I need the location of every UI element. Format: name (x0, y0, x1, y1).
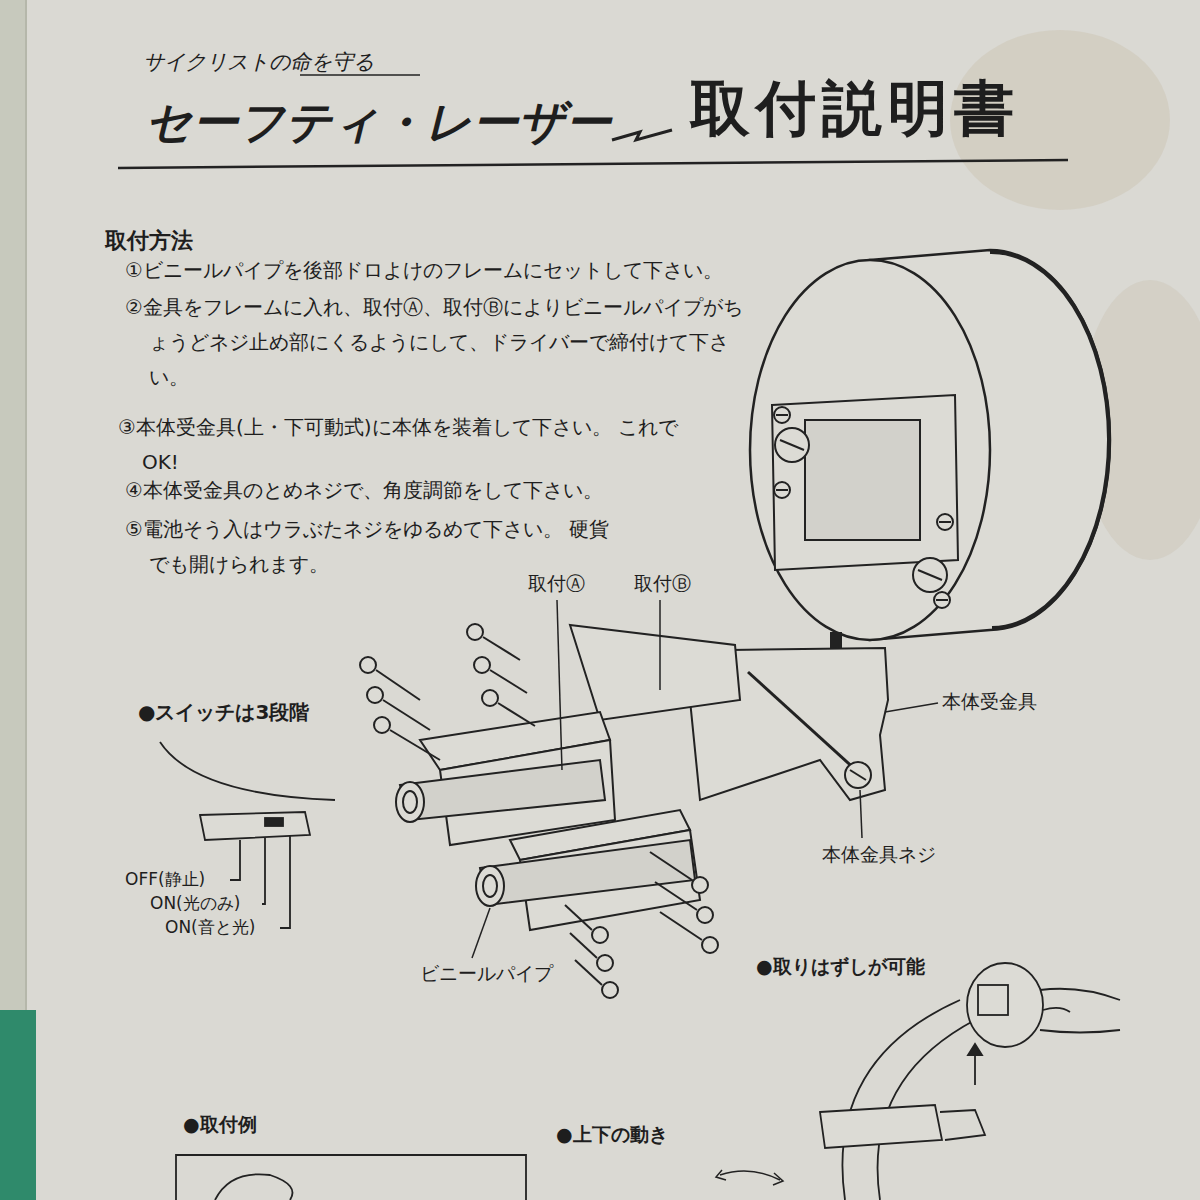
feature-heading: ●スイッチは3段階 (138, 700, 309, 724)
instruction-step: ①ビニールパイプを後部ドロよけのフレームにセットして下さい。 (125, 258, 723, 282)
tagline: サイクリストの命を守る (143, 50, 374, 75)
feature-heading: ●上下の動き (556, 1123, 668, 1146)
motion-arrow (716, 1170, 783, 1185)
instruction-step: ④本体受金具のとめネジで、角度調節をして下さい。 (125, 478, 603, 502)
instruction-step: ③本体受金具(上・下可動式)に本体を装着して下さい。 これでOK! (118, 410, 702, 480)
product-name: セーフティ・レーザー (145, 95, 611, 150)
leader-lines (472, 600, 938, 958)
example-box (176, 1155, 526, 1200)
instruction-step: ⑤電池そう入はウラぶたネジをゆるめて下さい。 硬貨でも開けられます。 (125, 512, 619, 582)
bracket-assembly (360, 624, 888, 998)
laser-body (750, 250, 1110, 640)
part-label: 本体受金具 (942, 690, 1037, 713)
part-label: ビニールパイプ (420, 962, 553, 985)
switch-position: ON(光のみ) (150, 893, 240, 913)
switch-position: ON(音と光) (165, 917, 255, 937)
instruction-step: ②金具をフレームに入れ、取付Ⓐ、取付Ⓑによりビニールパイプがちょうどネジ止め部に… (125, 290, 749, 395)
removal-sketch (820, 963, 1120, 1200)
switch-position: OFF(静止) (125, 869, 205, 889)
section-heading: 取付方法 (105, 228, 193, 254)
feature-heading: ●取付例 (183, 1113, 257, 1136)
part-label: 取付Ⓑ (634, 572, 691, 595)
feature-heading: ●取りはずしが可能 (756, 955, 925, 978)
part-label: 本体金具ネジ (822, 843, 936, 866)
page-title: 取付説明書 (690, 72, 1020, 144)
part-label: 取付Ⓐ (528, 572, 585, 595)
